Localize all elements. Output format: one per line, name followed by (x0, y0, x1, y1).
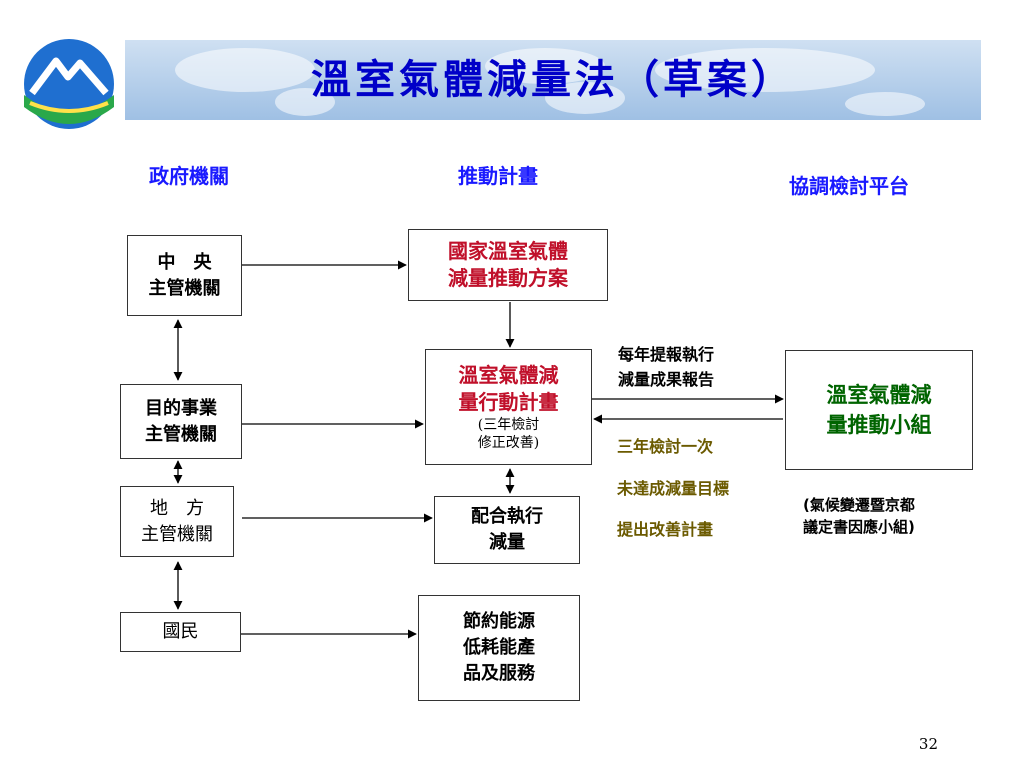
energy-saving-line-2: 低耗能產 (463, 637, 535, 658)
energy-saving-line-3: 品及服務 (463, 663, 535, 684)
review-line-3: 提出改善計畫 (617, 520, 714, 539)
taskforce-note-line-1: (氣候變遷暨京都 (803, 496, 915, 514)
industry-authority-box: 目的事業 主管機關 (120, 384, 242, 459)
world-map-icon (175, 48, 925, 116)
action-plan-note-line-2: 修正改善) (477, 435, 540, 451)
cooperate-reduction-box: 配合執行 減量 (434, 496, 580, 564)
taskforce-line-1: 溫室氣體減 (826, 382, 932, 407)
review-line-2: 未達成減量目標 (617, 479, 730, 498)
national-plan-box: 國家溫室氣體 減量推動方案 (408, 229, 608, 301)
page-number: 32 (918, 735, 938, 753)
annual-report-line-1: 每年提報執行 (618, 345, 715, 364)
energy-saving-box: 節約能源 低耗能產 品及服務 (418, 595, 580, 701)
national-plan-line-1: 國家溫室氣體 (448, 239, 568, 263)
central-authority-line-2: 主管機關 (148, 277, 221, 299)
industry-authority-line-1: 目的事業 (145, 397, 217, 419)
central-authority-line-1: 中 央 (157, 251, 212, 273)
annual-report-line-2: 減量成果報告 (618, 370, 715, 389)
action-plan-box: 溫室氣體減 量行動計畫 (三年檢討 修正改善) (425, 349, 592, 465)
column-heading-plan: 推動計畫 (458, 164, 538, 188)
central-authority-box: 中 央 主管機關 (127, 235, 242, 316)
title-band: 溫室氣體減量法（草案） (125, 40, 981, 120)
local-authority-line-1: 地 方 (150, 497, 204, 519)
slide-title: 溫室氣體減量法（草案） (311, 56, 795, 103)
taskforce-note-line-2: 議定書因應小組) (803, 518, 915, 536)
citizens-box: 國民 (120, 612, 241, 652)
action-plan-note-line-1: (三年檢討 (477, 417, 540, 433)
local-authority-line-2: 主管機關 (141, 523, 213, 545)
local-authority-box: 地 方 主管機關 (120, 486, 234, 557)
column-heading-government: 政府機關 (149, 164, 229, 188)
cooperate-reduction-line-1: 配合執行 (471, 506, 543, 527)
cooperate-reduction-line-2: 減量 (489, 532, 525, 553)
taskforce-box: 溫室氣體減 量推動小組 (785, 350, 973, 470)
review-line-1: 三年檢討一次 (617, 437, 714, 456)
citizens-label: 國民 (162, 621, 199, 642)
action-plan-line-1: 溫室氣體減 (458, 363, 559, 387)
action-plan-line-2: 量行動計畫 (458, 390, 559, 414)
national-plan-line-2: 減量推動方案 (448, 266, 568, 290)
column-heading-platform: 協調檢討平台 (789, 174, 909, 198)
taskforce-line-2: 量推動小組 (826, 412, 932, 437)
industry-authority-line-2: 主管機關 (145, 423, 217, 445)
agency-logo-icon (22, 37, 116, 131)
energy-saving-line-1: 節約能源 (463, 611, 535, 632)
